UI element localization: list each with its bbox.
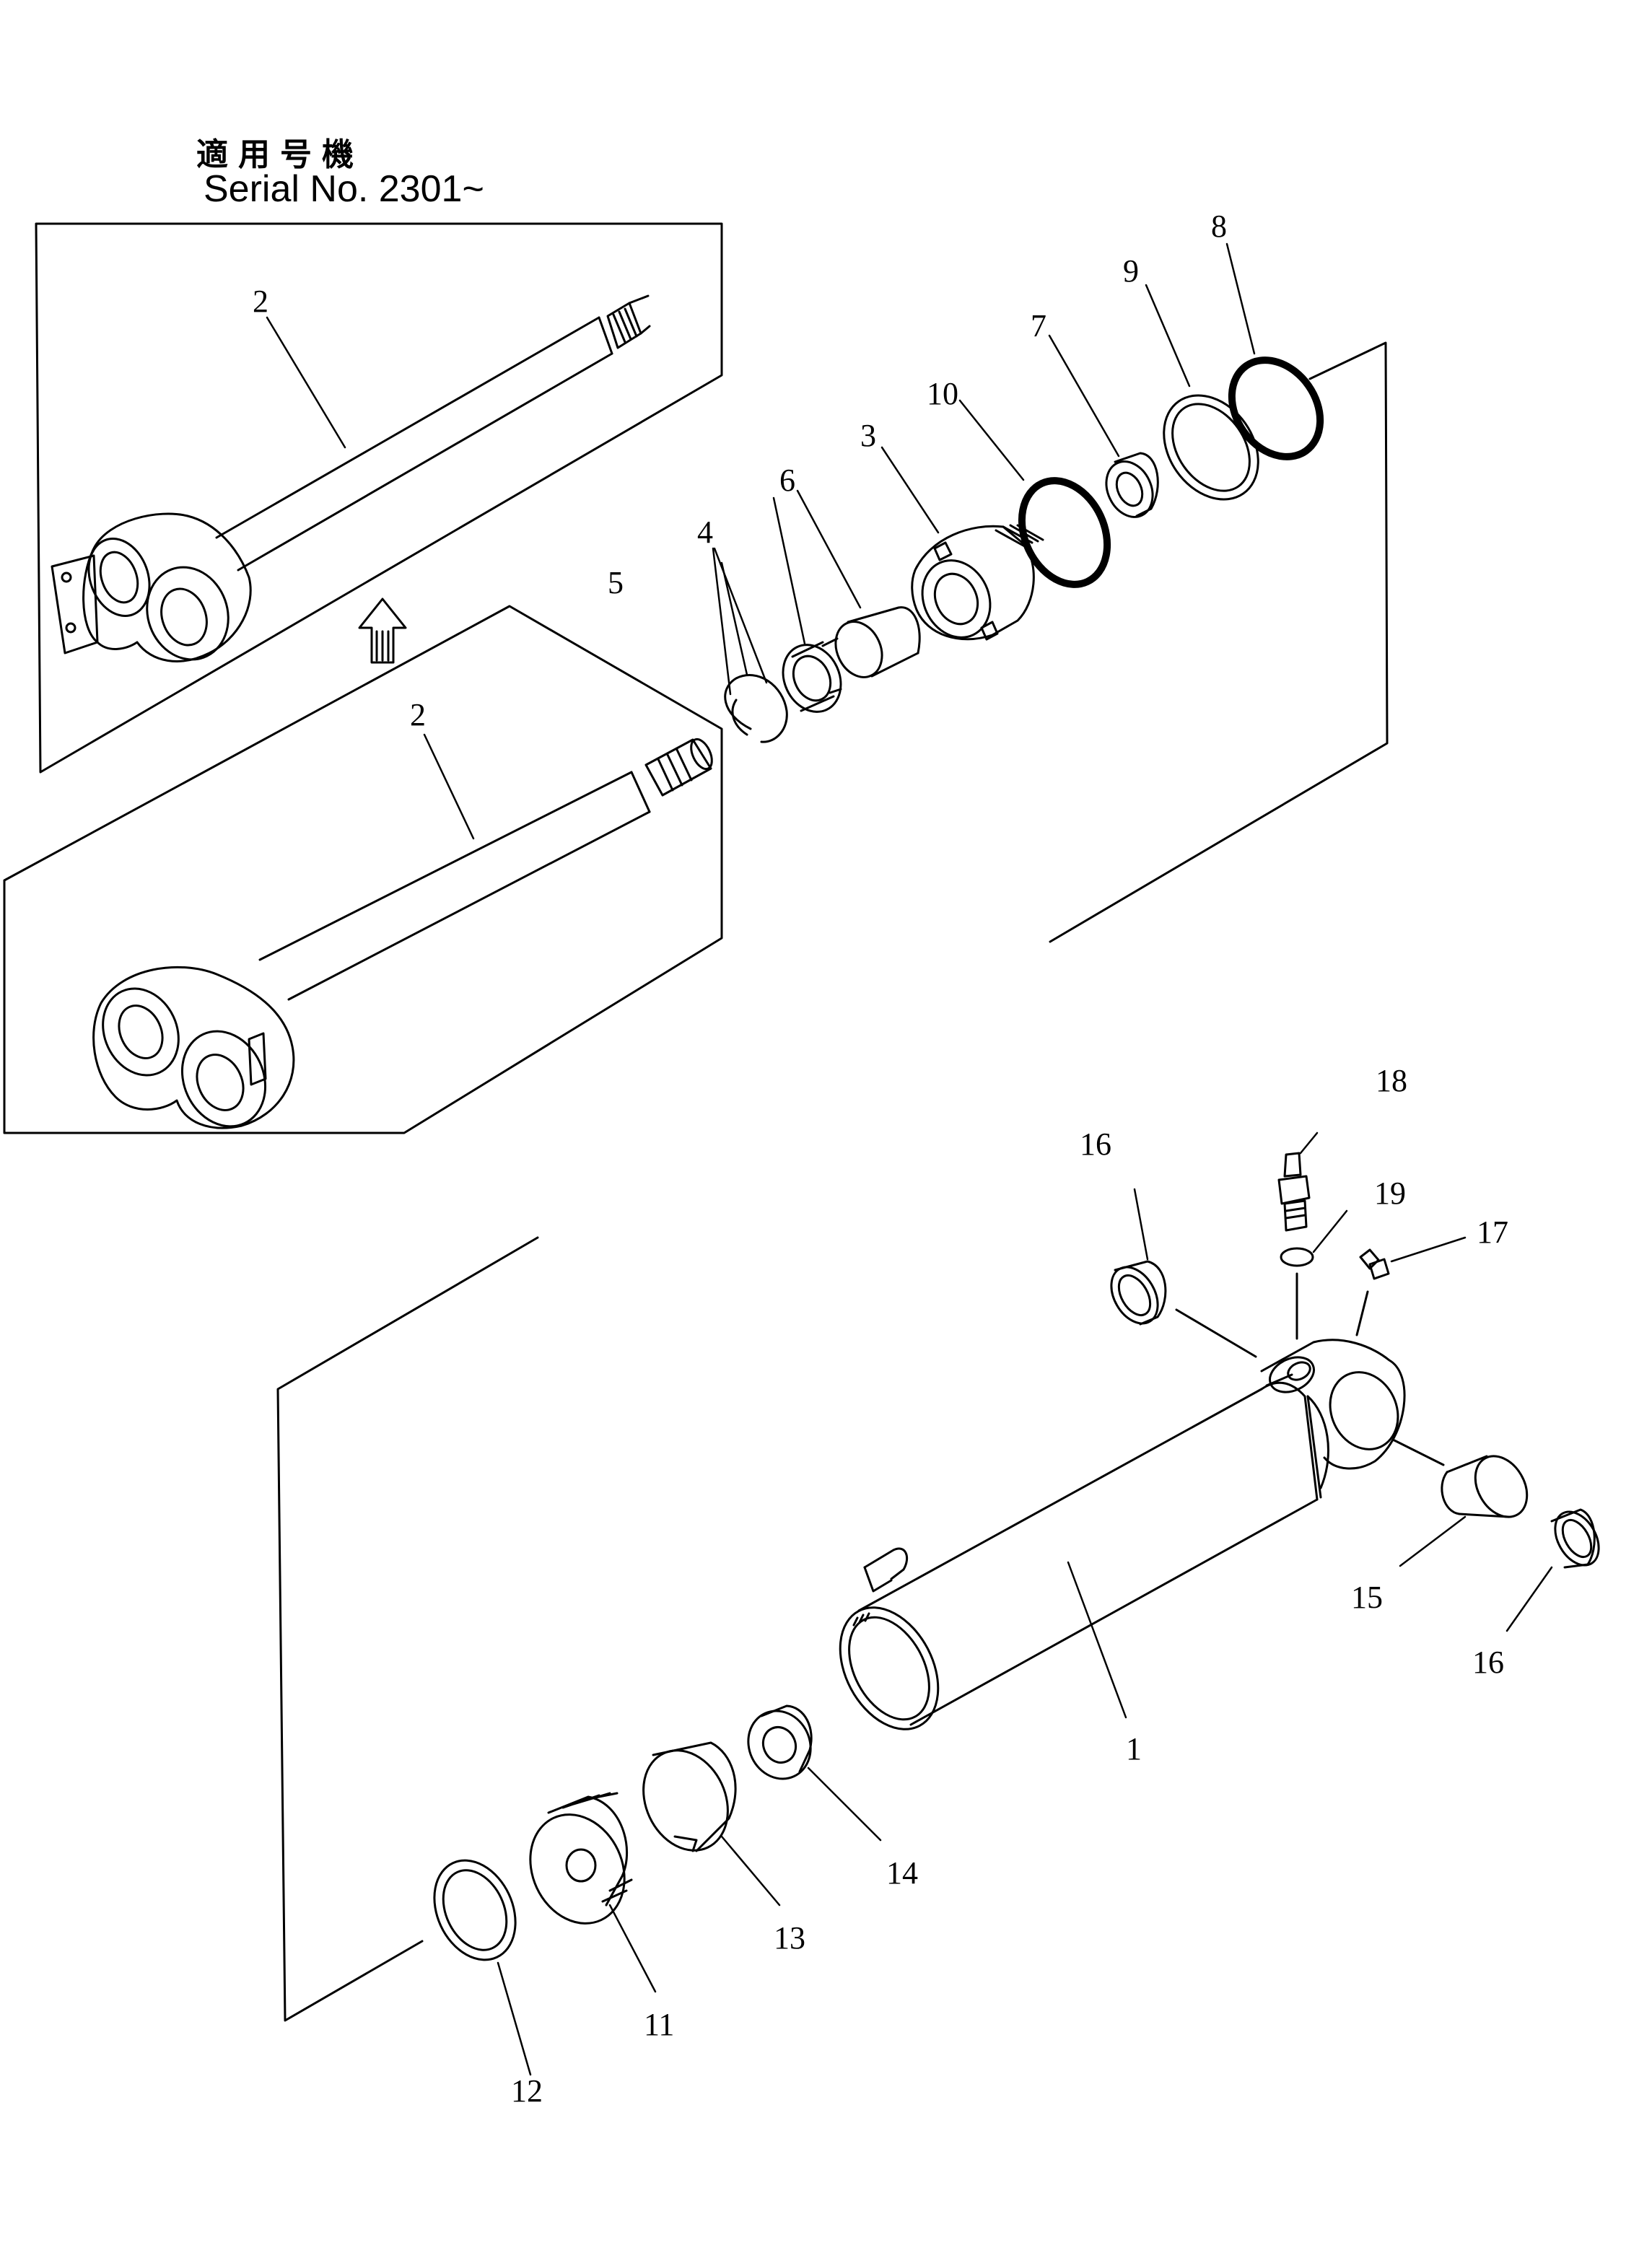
callout-6: 6 — [779, 463, 795, 498]
callout-19: 19 — [1374, 1176, 1406, 1211]
pin-bushing-lower — [1550, 1508, 1600, 1569]
callout-11: 11 — [644, 2007, 674, 2042]
collar — [834, 606, 921, 678]
applicable-model-label: 適用号機 — [196, 137, 364, 172]
callout-12: 12 — [511, 2073, 543, 2109]
cylinder-tube — [839, 1339, 1406, 1730]
piston-ring — [433, 1859, 517, 1961]
callout-9: 9 — [1123, 253, 1139, 289]
rod-variant-box-lower — [3, 605, 723, 1134]
callout-7: 7 — [1031, 308, 1046, 343]
callout-1: 1 — [1126, 1731, 1142, 1767]
callout-13: 13 — [774, 1920, 805, 1956]
callout-2-lower: 2 — [410, 697, 426, 732]
o-ring-outer — [1228, 356, 1324, 460]
callout-18: 18 — [1376, 1063, 1407, 1098]
piston — [529, 1792, 633, 1925]
callout-10: 10 — [927, 376, 958, 411]
pin-bushing-15 — [1441, 1455, 1529, 1518]
piston-rod-upper — [51, 294, 651, 662]
callout-4: 4 — [697, 515, 713, 550]
plug — [1359, 1248, 1390, 1280]
rod-seal — [1105, 452, 1159, 518]
o-ring-small — [1280, 1247, 1314, 1267]
serial-number-label: Serial No. 2301~ — [204, 168, 484, 210]
callout-3: 3 — [860, 418, 876, 453]
leader-line-17-axis — [1355, 1290, 1369, 1336]
callout-16-lower: 16 — [1472, 1645, 1504, 1680]
piston-assembly-bracket — [276, 1236, 539, 2022]
piston-nut — [747, 1704, 813, 1780]
rod-bushing — [782, 637, 842, 713]
callout-2-upper: 2 — [253, 284, 268, 319]
leader-line-15-axis — [1391, 1438, 1445, 1466]
o-ring-large — [1018, 477, 1111, 588]
callout-numbers: 2 2 3 4 5 6 7 8 9 10 1 11 12 13 14 15 16… — [253, 209, 1508, 2109]
head-assembly-bracket — [1049, 341, 1389, 943]
callout-5: 5 — [608, 565, 624, 600]
callout-14: 14 — [886, 1855, 918, 1891]
leader-lines — [266, 242, 1553, 2076]
grease-fitting — [1277, 1152, 1311, 1232]
callout-8: 8 — [1211, 209, 1227, 244]
wear-ring — [642, 1741, 737, 1852]
callout-17: 17 — [1477, 1214, 1508, 1250]
leader-line-16-upper — [1175, 1308, 1257, 1358]
piston-rod-lower — [92, 737, 713, 1129]
pin-bushing-upper — [1110, 1260, 1167, 1326]
rod-variant-box-upper — [35, 222, 723, 774]
snap-ring — [724, 674, 788, 743]
upgrade-arrow — [358, 597, 407, 664]
callout-15: 15 — [1351, 1580, 1383, 1615]
callout-16-upper: 16 — [1080, 1126, 1111, 1162]
cylinder-head — [911, 524, 1044, 641]
